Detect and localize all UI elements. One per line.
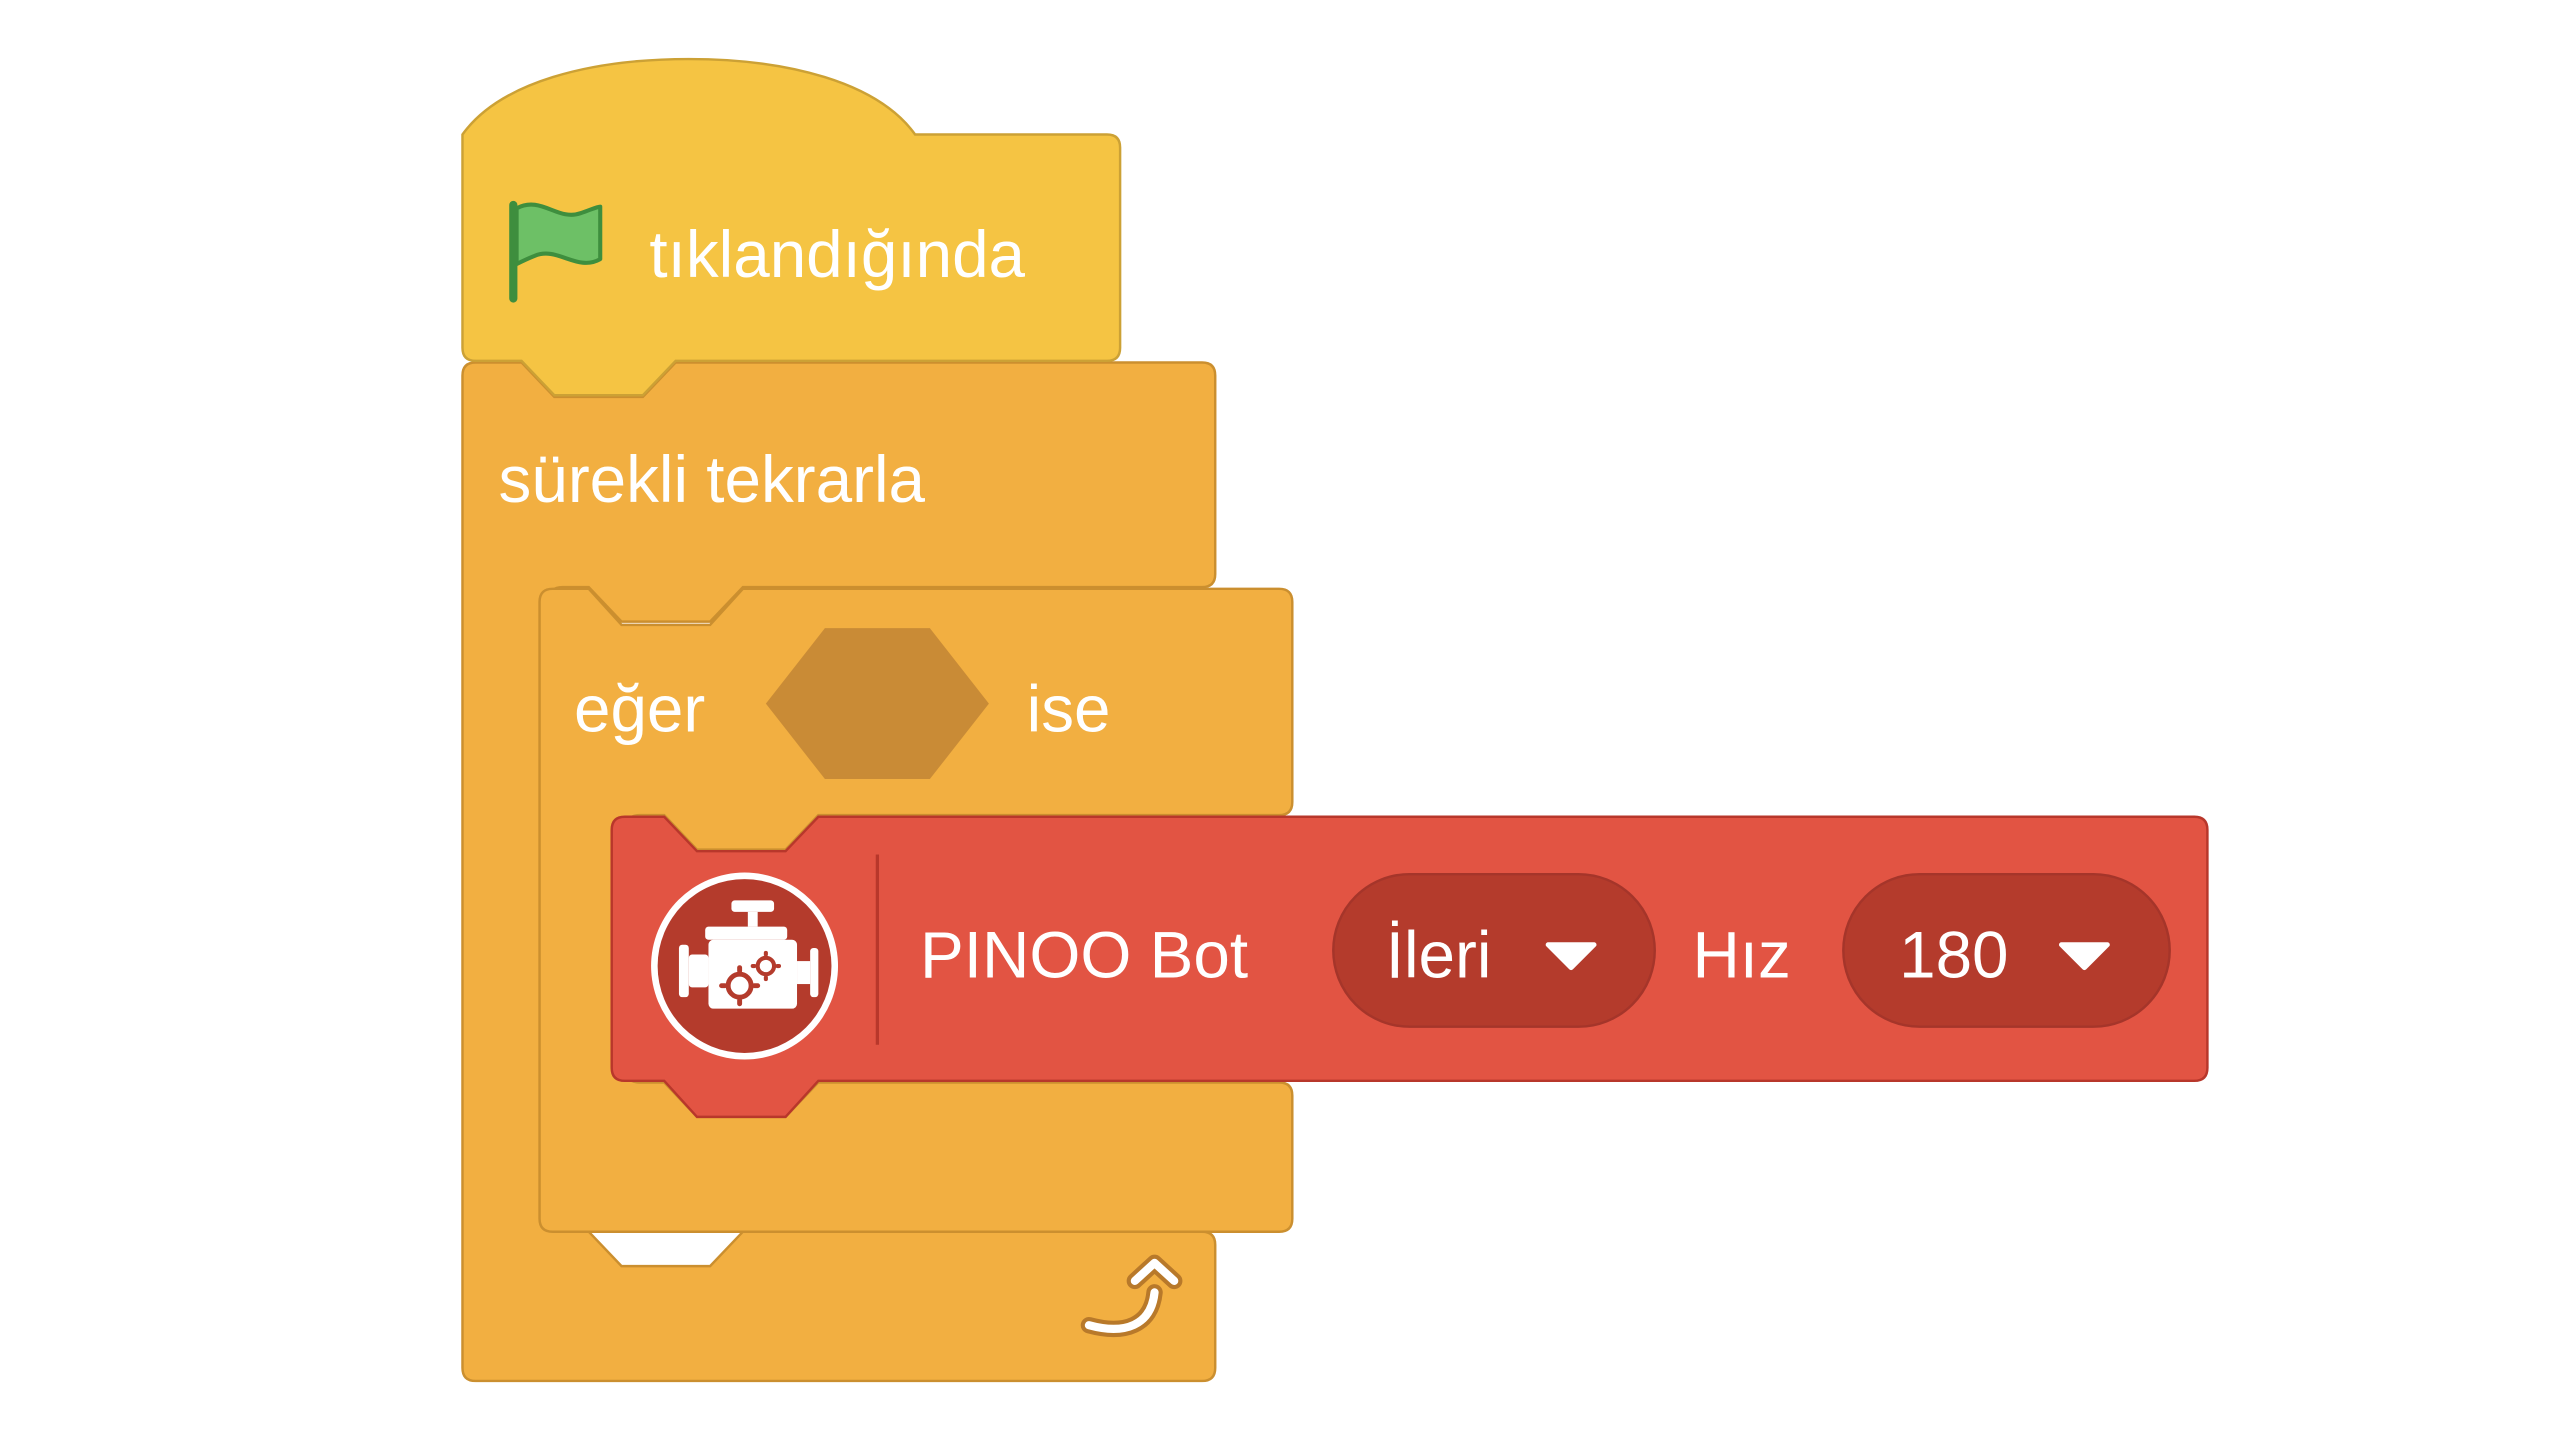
when-flag-clicked-block[interactable]: tıklandığında bbox=[461, 57, 1122, 397]
dropdown-arrow-icon bbox=[1545, 942, 1597, 971]
speed-label: Hız bbox=[1692, 918, 1790, 991]
dropdown-arrow-icon bbox=[2058, 942, 2110, 971]
if-block[interactable]: eğer ise bbox=[538, 587, 1294, 1233]
then-label: ise bbox=[1027, 672, 1111, 745]
forever-label: sürekli tekrarla bbox=[499, 443, 926, 516]
speed-value: 180 bbox=[1899, 918, 2008, 991]
motor-block-label: PINOO Bot bbox=[920, 918, 1248, 991]
if-label: eğer bbox=[574, 672, 705, 745]
pinoo-bot-motor-block[interactable]: PINOO Bot İleri Hız 180 bbox=[610, 815, 2209, 1119]
forever-block[interactable]: sürekli tekrarla bbox=[461, 361, 1217, 1383]
direction-value: İleri bbox=[1386, 918, 1492, 991]
speed-dropdown[interactable]: 180 bbox=[1842, 872, 2171, 1028]
condition-slot[interactable] bbox=[765, 628, 989, 780]
motor-engine-icon bbox=[651, 872, 839, 1060]
loop-arrow-icon bbox=[1080, 1254, 1183, 1337]
direction-dropdown[interactable]: İleri bbox=[1332, 872, 1656, 1028]
hat-label: tıklandığında bbox=[649, 218, 1025, 291]
green-flag-icon bbox=[509, 200, 603, 303]
